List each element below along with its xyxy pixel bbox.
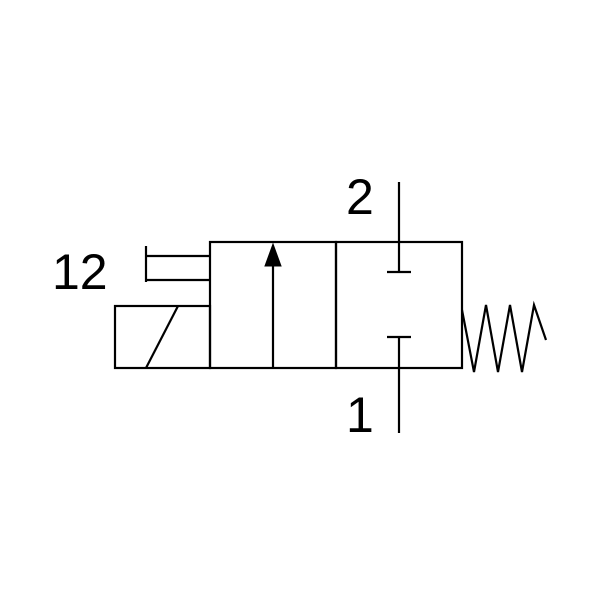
port-label-inlet: 1 [346,387,374,443]
flow-arrow-icon [264,242,282,267]
port-label-pilot: 12 [52,244,108,300]
pilot-actuator [144,246,210,282]
return-spring-icon [460,300,548,373]
valve-position-left [208,240,338,370]
port-label-outlet: 2 [346,169,374,225]
solenoid-actuator [113,304,212,370]
